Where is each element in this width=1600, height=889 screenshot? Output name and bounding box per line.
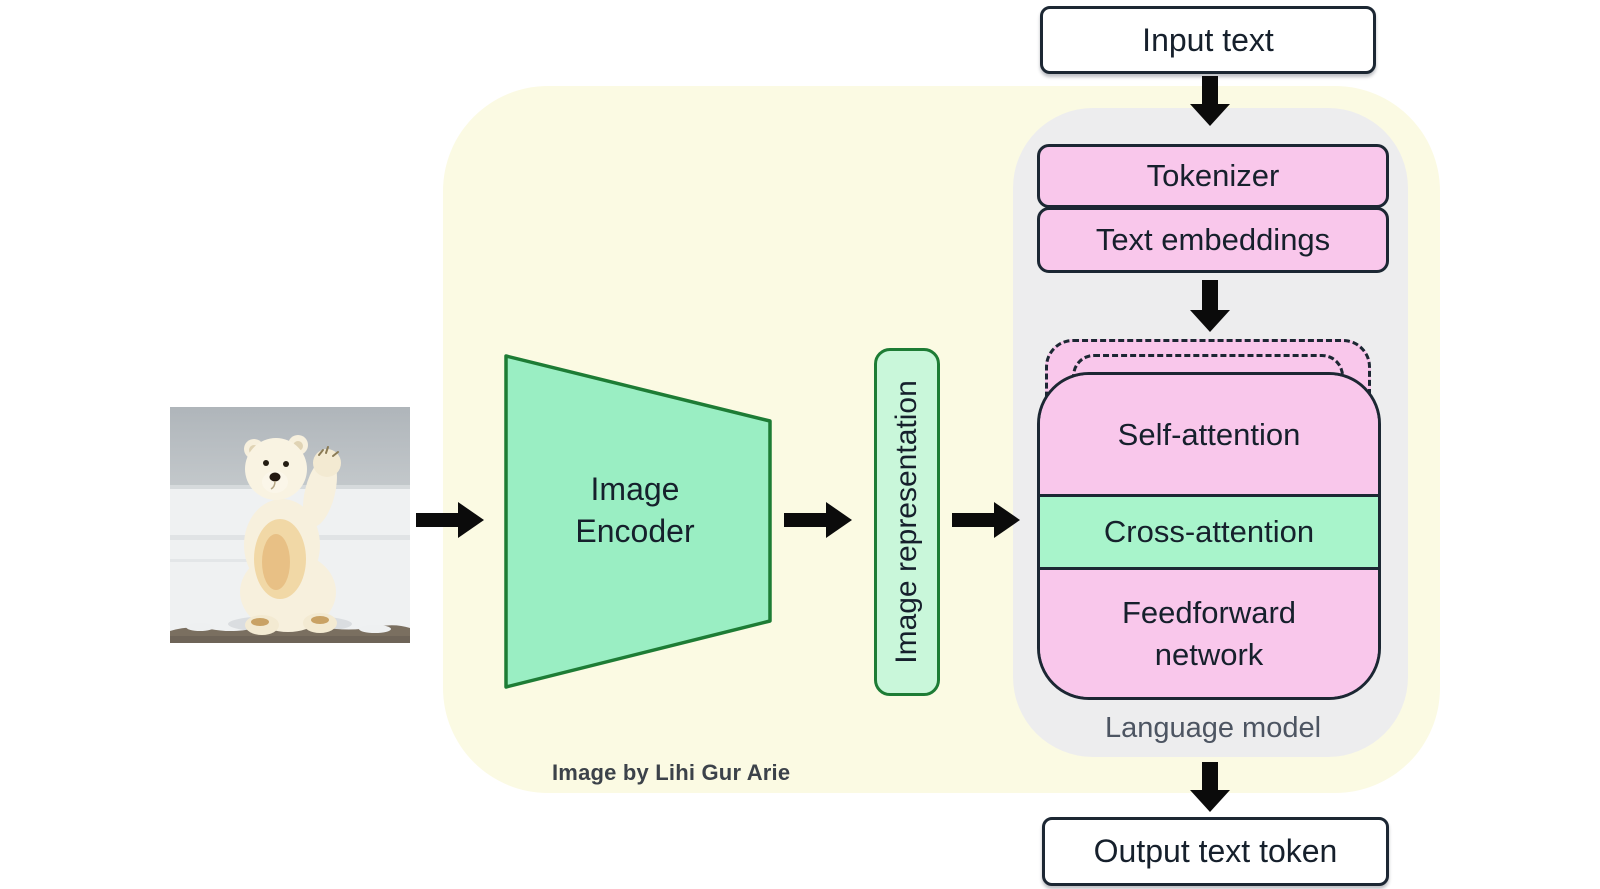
transformer-block: Self-attention Cross-attention Feedforwa…: [1037, 372, 1381, 700]
down-arrow-icon: [1190, 280, 1230, 332]
feedforward-network-row: Feedforward network: [1040, 570, 1378, 697]
tokenizer-box: Tokenizer: [1037, 144, 1389, 208]
language-model-label: Language model: [1104, 712, 1322, 744]
text-embeddings-label: Text embeddings: [1095, 222, 1331, 257]
right-arrow-icon: [416, 502, 484, 538]
cross-attention-label: Cross-attention: [1103, 514, 1315, 549]
self-attention-row: Self-attention: [1040, 375, 1378, 494]
tokenizer-label: Tokenizer: [1146, 158, 1280, 193]
image-representation-box: Image representation: [874, 348, 940, 696]
flow-arrow-model-to-output: [1188, 762, 1232, 812]
flow-arrow-embeddings-to-attention: [1188, 280, 1232, 332]
right-arrow-icon: [952, 502, 1020, 538]
cross-attention-row: Cross-attention: [1040, 494, 1378, 570]
flow-arrow-encoder-to-representation: [784, 500, 852, 540]
flow-arrow-image-to-encoder: [416, 500, 484, 540]
self-attention-label: Self-attention: [1117, 416, 1301, 452]
polar-bear-image: [170, 407, 410, 643]
input-text-label: Input text: [1142, 21, 1274, 58]
image-encoder-shape: [504, 354, 772, 689]
image-credit-text: Image by Lihi Gur Arie: [552, 760, 791, 785]
input-text-box: Input text: [1040, 6, 1376, 74]
text-embeddings-box: Text embeddings: [1037, 207, 1389, 273]
right-arrow-icon: [784, 502, 852, 538]
down-arrow-icon: [1190, 762, 1230, 812]
output-text-token-box: Output text token: [1042, 817, 1389, 886]
feedforward-network-label: Feedforward network: [1121, 594, 1297, 672]
polar-bear-icon: [170, 407, 410, 643]
flow-arrow-representation-to-cross-attention: [952, 500, 1020, 540]
down-arrow-icon: [1190, 76, 1230, 126]
image-encoder-label: Image Encoder: [575, 471, 695, 550]
flow-arrow-input-to-tokenizer: [1188, 76, 1232, 126]
output-text-token-label: Output text token: [1093, 833, 1338, 869]
image-representation-label: Image representation: [890, 380, 924, 664]
